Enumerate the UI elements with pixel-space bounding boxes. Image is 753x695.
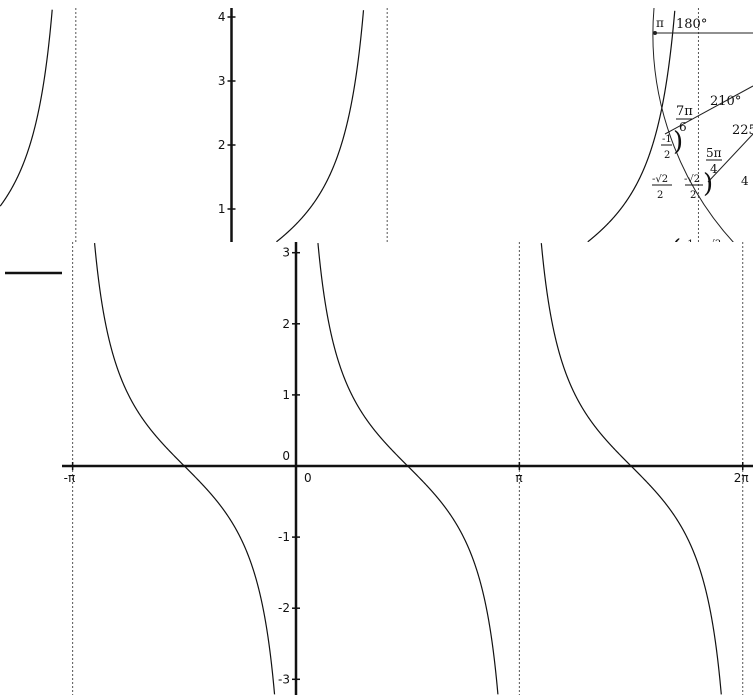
y-tick-label-2: 3 <box>218 74 226 88</box>
unit-circle-label-6: 5π <box>706 146 722 160</box>
tan-ticks: -π1234 <box>218 10 236 216</box>
unit-circle-label-3: 6 <box>679 120 687 134</box>
unit-circle-label-11: -√2 <box>652 174 668 185</box>
unit-circle-label-4: 210° <box>710 94 741 109</box>
unit-circle-label-12: 2 <box>657 190 663 201</box>
unit-circle-label-14: 2 <box>690 190 696 201</box>
radius-225 <box>707 133 753 183</box>
unit-circle-label-8: 4 <box>741 174 749 188</box>
curve-branch-0 <box>0 9 53 207</box>
point-pi <box>653 31 657 35</box>
unit-circle-label-10: 2 <box>664 150 670 161</box>
unit-circle-label-13: -√2 <box>684 174 700 185</box>
y-tick-label-0: 1 <box>218 202 226 216</box>
unit-circle-label-1: 180° <box>676 17 707 32</box>
radius-210 <box>664 85 753 135</box>
tan-curves <box>0 9 676 243</box>
y-tick-label-5: 2 <box>282 317 290 331</box>
tan-axes <box>5 8 233 275</box>
y-tick-label-4: 1 <box>282 388 290 402</box>
tan-graph-panel: -π1234 <box>0 8 699 275</box>
x-tick-label-1: 0 <box>304 471 312 485</box>
unit-circle-arc <box>652 7 753 263</box>
unit-circle-label-9: -1 <box>662 134 672 145</box>
y-tick-label-6: 3 <box>282 246 290 260</box>
x-tick-label-0: -π <box>64 471 76 485</box>
bracket-right-b: ) <box>703 169 713 199</box>
y-tick-label-0: -3 <box>278 672 290 686</box>
y-tick-label-1: -2 <box>278 601 290 615</box>
curve-branch-1 <box>276 10 365 243</box>
cot-graph-panel: -π 0 π 2π -3 -2 -1 0 1 2 3 <box>62 242 753 695</box>
unit-circle-label-2: 7π <box>676 104 693 119</box>
y-tick-label-1: 2 <box>218 138 226 152</box>
x-tick-label-2: π <box>515 471 522 485</box>
y-tick-label-2: -1 <box>278 530 290 544</box>
cot-panel-background <box>62 242 753 695</box>
x-tick-label-3: 2π <box>734 471 749 485</box>
tan-asymptotes <box>75 8 699 242</box>
y-tick-label-3: 0 <box>282 449 290 463</box>
curve-branch-2 <box>587 10 676 243</box>
unit-circle-label-7: 4 <box>710 162 718 176</box>
unit-circle-label-5: 225 <box>732 123 753 138</box>
y-tick-label-3: 4 <box>218 10 226 24</box>
unit-circle-label-0: π <box>656 16 664 30</box>
bracket-right-a: ) <box>673 127 683 157</box>
cot-ticks: -π 0 π 2π -3 -2 -1 0 1 2 3 <box>64 246 749 687</box>
